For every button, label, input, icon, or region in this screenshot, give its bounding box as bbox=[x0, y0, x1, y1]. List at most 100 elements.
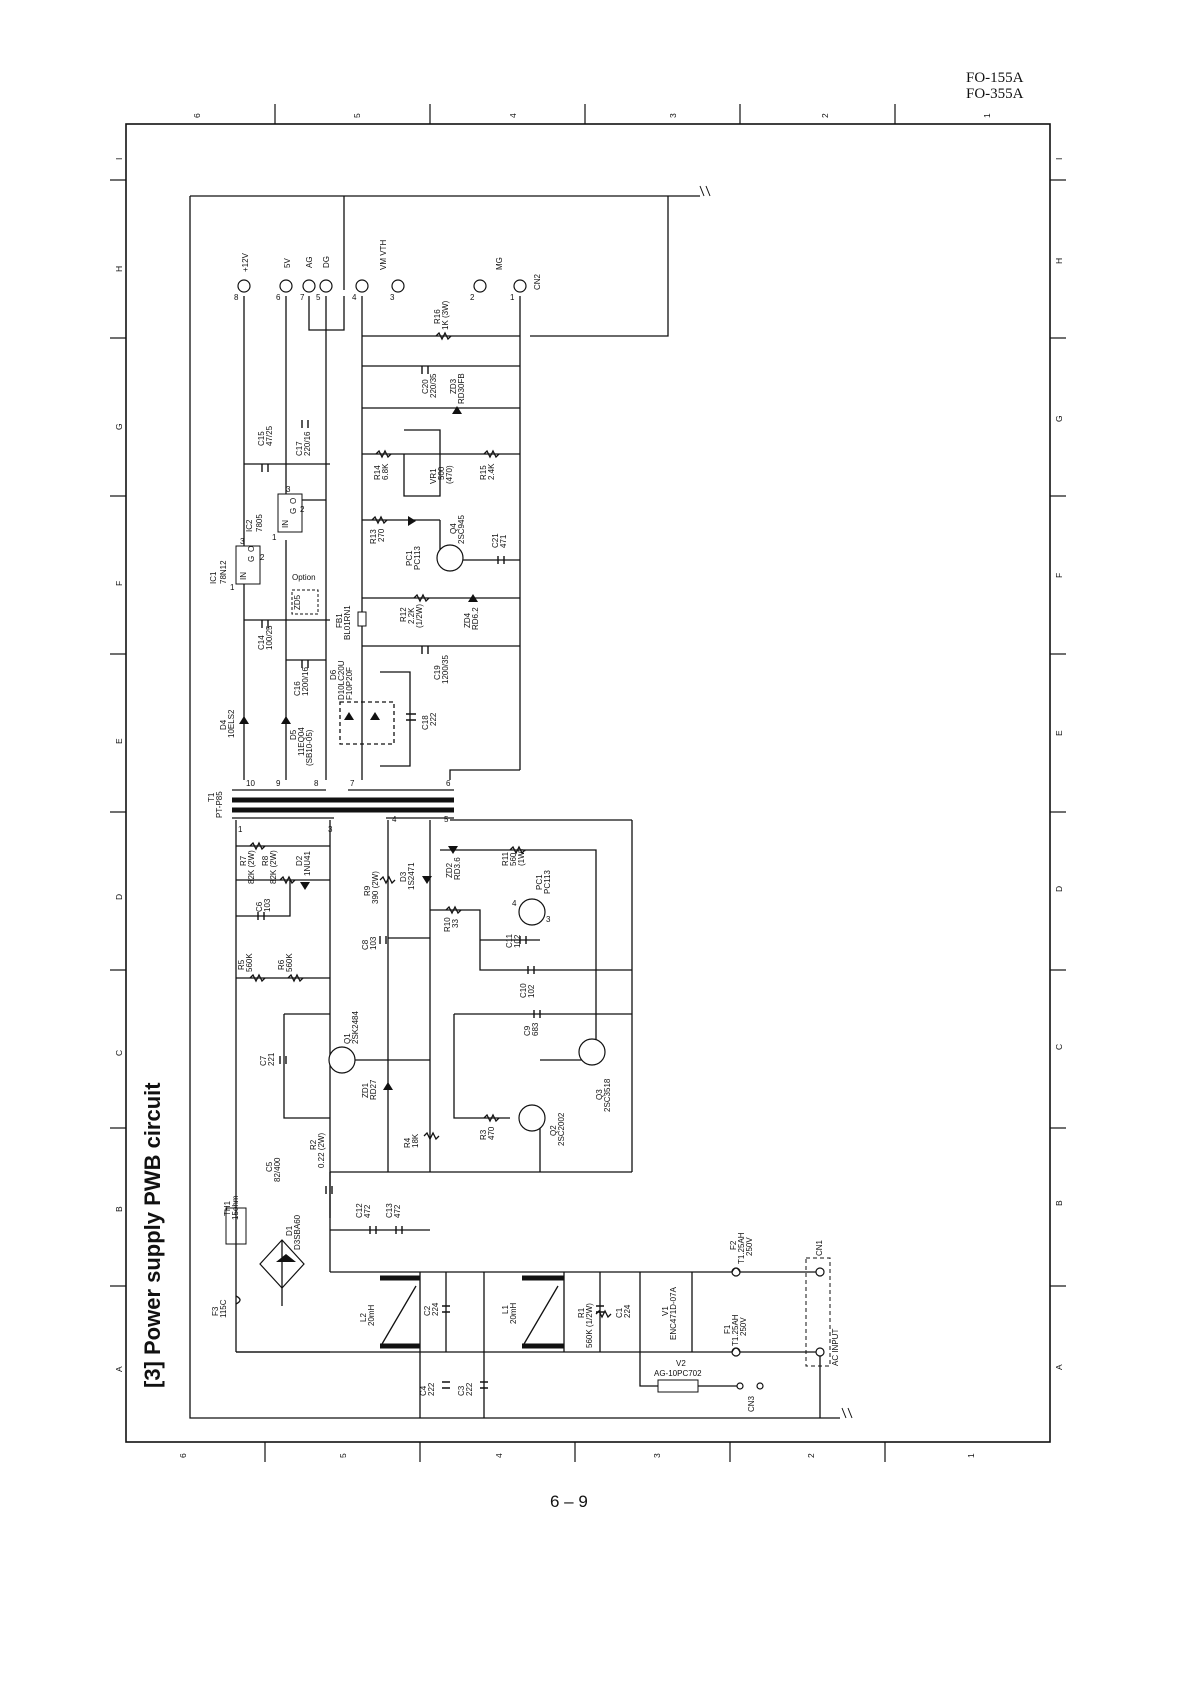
label-q4-value: 2SC945 bbox=[457, 515, 466, 544]
label-r16-value: 1K (3W) bbox=[441, 300, 450, 330]
resistor-r6-icon bbox=[287, 973, 304, 983]
thermistor-th1 bbox=[225, 1207, 247, 1245]
label-v1-value: ENC471D-07A bbox=[669, 1286, 678, 1340]
ic2-g-pin: G bbox=[289, 508, 298, 514]
t1-pin-10: 10 bbox=[246, 779, 255, 788]
label-r6: R6 bbox=[277, 959, 286, 970]
label-ag: AG bbox=[305, 256, 314, 268]
label-c4-value: 222 bbox=[427, 1382, 436, 1396]
label-r5: R5 bbox=[237, 959, 246, 970]
cap-c11-icon bbox=[519, 936, 527, 944]
label-r5-value: 560K bbox=[245, 953, 254, 972]
label-c9-value: 683 bbox=[531, 1022, 540, 1036]
label-d2-value: 1NU41 bbox=[303, 851, 312, 876]
cap-c3-icon bbox=[480, 1381, 488, 1389]
label-5v: 5V bbox=[283, 258, 292, 268]
connector-terminals bbox=[237, 279, 825, 1390]
pin-8: 8 bbox=[234, 293, 239, 302]
label-r15: R15 bbox=[479, 465, 488, 480]
label-fb1-value: BL01RN1 bbox=[343, 605, 352, 640]
label-d3: D3 bbox=[399, 871, 408, 882]
grid-num-2-top: 2 bbox=[820, 113, 830, 118]
label-r4: R4 bbox=[403, 1137, 412, 1148]
label-c14: C14 bbox=[257, 635, 266, 650]
label-c5: C5 bbox=[265, 1161, 274, 1172]
grid-num-5-top: 5 bbox=[352, 113, 362, 118]
label-c2: C2 bbox=[423, 1305, 432, 1316]
label-d2: D2 bbox=[295, 855, 304, 866]
cap-c9-icon bbox=[533, 1010, 541, 1018]
cap-c17-icon bbox=[301, 420, 309, 428]
zd5-option-box bbox=[291, 589, 319, 615]
grid-letter-c-right: C bbox=[1054, 1044, 1064, 1050]
bridge-rectifier-d1 bbox=[259, 1239, 305, 1289]
label-c14-value: 100/25 bbox=[265, 625, 274, 650]
label-c1-value: 224 bbox=[623, 1304, 632, 1318]
label-c17: C17 bbox=[295, 441, 304, 456]
label-l1: L1 bbox=[501, 1305, 510, 1314]
label-ac-input: AC INPUT bbox=[831, 1329, 840, 1366]
ic1-pin-3: 3 bbox=[240, 537, 245, 546]
label-r3-value: 470 bbox=[487, 1126, 496, 1140]
grid-letter-d-right: D bbox=[1054, 886, 1064, 892]
top-ruler bbox=[274, 104, 896, 124]
label-c13-value: 472 bbox=[393, 1204, 402, 1218]
label-r16: R16 bbox=[433, 309, 442, 324]
label-zd3: ZD3 bbox=[449, 378, 458, 394]
grid-num-6-top: 6 bbox=[192, 113, 202, 118]
ic1-o-pin: O bbox=[247, 546, 256, 552]
page-number: 6 – 9 bbox=[550, 1492, 588, 1511]
t1-pin-7: 7 bbox=[350, 779, 355, 788]
cap-c21-icon bbox=[497, 556, 505, 564]
label-r9-value: 390 (2W) bbox=[371, 871, 380, 904]
grid-num-3-top: 3 bbox=[668, 113, 678, 118]
schematic-title: [3] Power supply PWB circuit bbox=[140, 1082, 165, 1388]
grid-letters-right: I H G F E D C B A bbox=[1054, 158, 1064, 1370]
ic2-box bbox=[277, 493, 303, 533]
pin-5: 5 bbox=[316, 293, 321, 302]
ic1-in-pin: IN bbox=[239, 572, 248, 580]
mosfet-q1-icon bbox=[328, 1046, 356, 1074]
ic1-g-pin: G bbox=[247, 556, 256, 562]
grid-num-4-bottom: 4 bbox=[494, 1453, 504, 1458]
resistor-r16-icon bbox=[435, 331, 452, 341]
label-zd4-value: RD6.2 bbox=[471, 607, 480, 630]
right-ruler bbox=[1050, 179, 1066, 1287]
diode-d3-icon bbox=[422, 876, 432, 884]
label-zd3-value: RD30FB bbox=[457, 373, 466, 404]
label-q1: Q1 bbox=[343, 1033, 352, 1044]
label-d1: D1 bbox=[285, 1225, 294, 1236]
label-fb1: FB1 bbox=[335, 613, 344, 628]
grid-num-1-top: 1 bbox=[982, 113, 992, 118]
grid-letters-left: I H G F E D C B A bbox=[114, 158, 124, 1372]
label-d3-value: 1S2471 bbox=[407, 862, 416, 890]
label-r10-value: 33 bbox=[451, 919, 460, 928]
grid-numbers-bottom: 6 5 4 3 2 1 bbox=[178, 1453, 976, 1458]
grid-letter-e-left: E bbox=[114, 738, 124, 744]
label-c12: C12 bbox=[355, 1203, 364, 1218]
pin-3: 3 bbox=[390, 293, 395, 302]
label-r1-value: 560K (1/2W) bbox=[585, 1303, 594, 1348]
grid-letter-a-right: A bbox=[1054, 1364, 1064, 1370]
label-cn3: CN3 bbox=[747, 1395, 756, 1412]
line-filter-chokes bbox=[380, 1275, 564, 1349]
fuse-f2-icon bbox=[731, 1267, 741, 1273]
ic2-pin-3: 3 bbox=[286, 485, 291, 494]
label-cn2: CN2 bbox=[533, 273, 542, 290]
label-c15-value: 47/25 bbox=[265, 425, 274, 446]
diodes bbox=[239, 406, 478, 1262]
label-c20: C20 bbox=[421, 379, 430, 394]
grid-num-5-bottom: 5 bbox=[338, 1453, 348, 1458]
pc1-pin-3: 3 bbox=[546, 915, 551, 924]
label-r3: R3 bbox=[479, 1129, 488, 1140]
cap-c20-icon bbox=[421, 366, 429, 374]
zener-zd4-icon bbox=[468, 594, 478, 602]
label-c16: C16 bbox=[293, 681, 302, 696]
pin-4: 4 bbox=[352, 293, 357, 302]
transistors bbox=[328, 544, 606, 1132]
label-zd1-value: RD27 bbox=[369, 1079, 378, 1100]
pin-7: 7 bbox=[300, 293, 305, 302]
label-option: Option bbox=[292, 573, 316, 582]
model-number-1: FO-155A bbox=[966, 70, 1024, 86]
grid-letter-g-left: G bbox=[114, 423, 124, 430]
